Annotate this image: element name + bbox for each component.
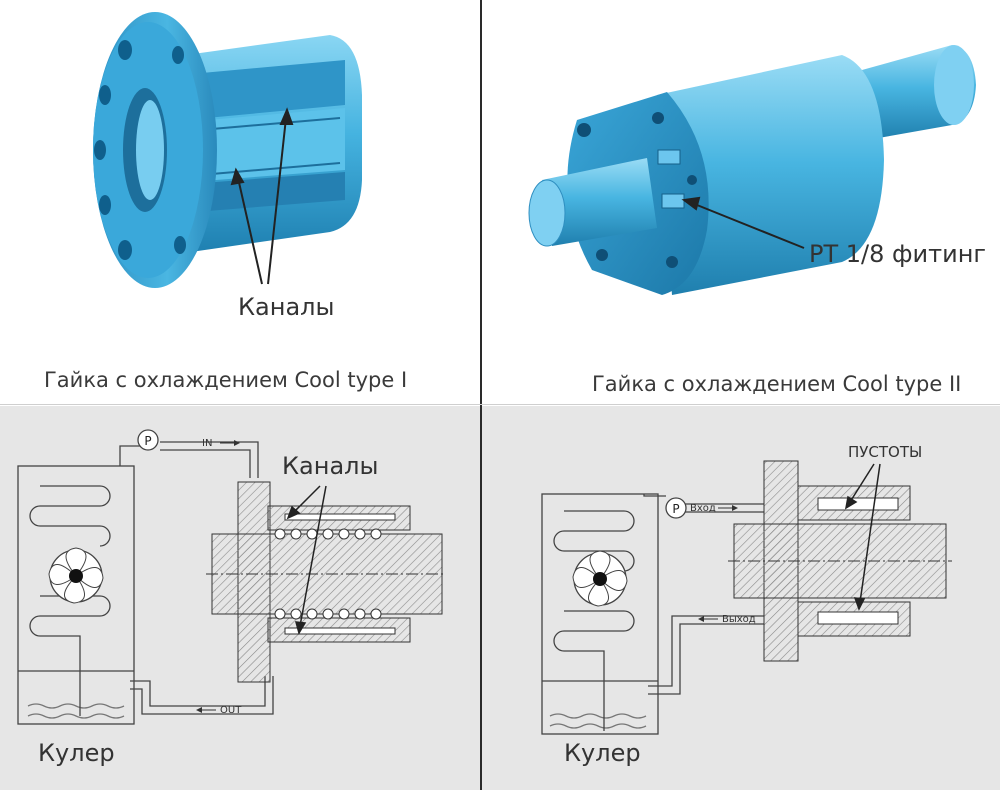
callout-fitting: PT 1/8 фитинг [809, 240, 987, 268]
cutaway-channel [185, 108, 345, 182]
cool-type-2-nut-render [528, 45, 976, 295]
caption-cool-type-1: Гайка с охлаждением Cool type I [44, 368, 408, 392]
face-bolt-holes [577, 112, 697, 268]
caption-cool-type-2: Гайка с охлаждением Cool type II [592, 372, 962, 396]
callout-arrows [230, 107, 294, 285]
cutaway-lower [190, 172, 345, 212]
pump [665, 497, 687, 519]
coolant-piping [643, 494, 764, 695]
flow-out-label: OUT [220, 705, 242, 716]
ball-screw [206, 533, 444, 615]
nut-cross-section [763, 460, 911, 662]
cooler-unit [17, 465, 135, 725]
cool-type-1-cooling-schematic: P IN OUT [17, 429, 444, 725]
horizontal-divider [0, 404, 1000, 405]
panel-cool-type-2-schematic: P Вход Выход ПУСТОТЫ Кулер [482, 406, 1000, 790]
void-callout-arrows [844, 463, 881, 611]
coolant-piping [119, 441, 274, 715]
callout-channels: Каналы [238, 293, 335, 321]
pump [137, 429, 159, 451]
cooler-label: Кулер [38, 739, 115, 767]
panel-cool-type-2-photo: PT 1/8 фитинг Гайка с охлаждением Cool t… [482, 0, 1000, 405]
screw-shaft-left [542, 158, 657, 246]
nut-body [657, 55, 884, 295]
flange-bolt-holes [94, 40, 186, 260]
pump-label: P [144, 434, 151, 448]
cutaway-upper [180, 60, 345, 120]
cool-type-2-cooling-schematic: P Вход Выход [541, 460, 952, 735]
pt18-fittings [657, 149, 685, 209]
panel-cool-type-1-schematic: P IN OUT Каналы Кулер [0, 406, 481, 790]
flow-in-label: IN [202, 438, 212, 449]
pump-label: P [672, 502, 679, 516]
ball-screw [728, 523, 952, 599]
cooler-unit [541, 493, 659, 735]
fitting-callout-arrow [681, 196, 805, 249]
panel-cool-type-1-photo: Каналы Гайка с охлаждением Cool type I [0, 0, 481, 405]
flow-out-label: Выход [722, 614, 756, 625]
ball-row [274, 528, 382, 620]
cool-type-1-nut-render [93, 12, 362, 288]
cooler-label: Кулер [564, 739, 641, 767]
channel-callout-arrows [286, 485, 327, 635]
cooler-fan [48, 547, 104, 604]
vertical-divider [480, 0, 482, 790]
cooler-fan [572, 550, 628, 607]
schematic-callout-channels: Каналы [282, 452, 379, 480]
schematic-callout-voids: ПУСТОТЫ [848, 443, 923, 461]
flow-in-label: Вход [690, 503, 716, 514]
